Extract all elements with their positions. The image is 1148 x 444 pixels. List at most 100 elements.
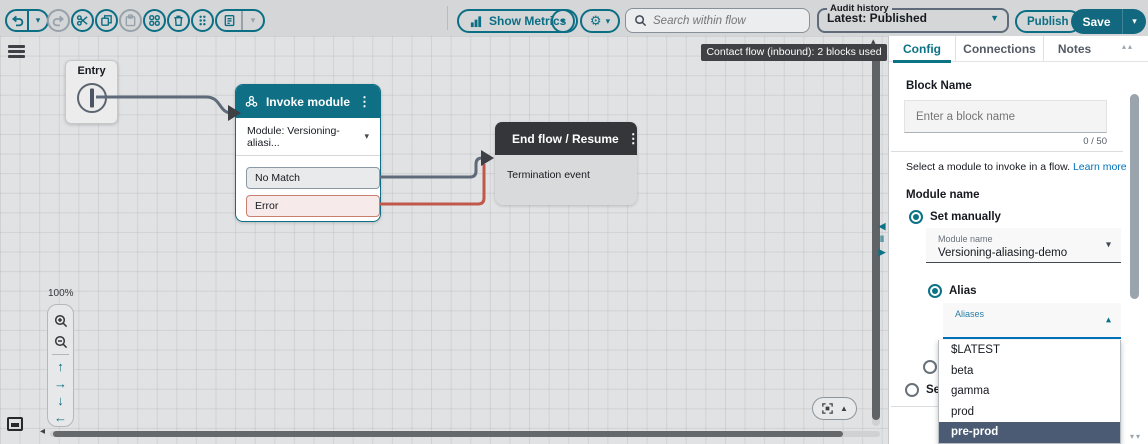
menu-icon[interactable] <box>8 45 25 58</box>
flow-usage-tooltip: Contact flow (inbound): 2 blocks used <box>701 44 887 61</box>
show-metrics-button[interactable]: Show Metrics <box>457 9 579 33</box>
bar-chart-icon <box>470 15 482 27</box>
notes-icon[interactable] <box>217 11 241 30</box>
save-button[interactable]: Save <box>1071 9 1122 34</box>
module-intro-text: Select a module to invoke in a flow. Lea… <box>906 161 1127 173</box>
version-radio[interactable] <box>923 360 937 374</box>
flow-canvas[interactable]: Contact flow (inbound): 2 blocks used En… <box>0 36 888 444</box>
copy-icon[interactable] <box>95 9 118 32</box>
module-select-label: Module name <box>938 234 993 244</box>
canvas-scroll-left-icon[interactable]: ◂ <box>40 426 46 437</box>
tab-config-label: Config <box>903 41 941 56</box>
invoke-module-menu-icon[interactable]: ⋮ <box>358 94 371 109</box>
canvas-vertical-scrollbar[interactable] <box>872 46 880 426</box>
pan-up-icon[interactable]: ↑ <box>57 359 64 374</box>
invoke-module-icon <box>245 95 258 107</box>
alias-radio[interactable] <box>928 284 942 298</box>
save-dropdown-caret[interactable]: ▾ <box>1122 9 1146 34</box>
module-row-label: Module: Versioning-aliasi... <box>247 124 340 149</box>
set-manually-radio[interactable] <box>909 210 923 224</box>
panel-splitter[interactable]: ◀ ‖ ▶ <box>876 220 888 259</box>
cut-icon[interactable] <box>71 9 94 32</box>
alias-option[interactable]: gamma <box>951 385 990 397</box>
settings-split-button[interactable]: ⚙ ▾ <box>580 9 620 33</box>
end-flow-menu-icon[interactable]: ⋮ <box>626 131 640 146</box>
block-name-label: Block Name <box>906 80 972 92</box>
learn-more-link[interactable]: Learn more <box>1072 161 1127 173</box>
panel-scrollbar[interactable] <box>1130 94 1139 299</box>
module-name-heading: Module name <box>906 189 980 201</box>
module-selector-row[interactable]: Module: Versioning-aliasi... ▾ <box>236 118 380 156</box>
metrics-dropdown-caret[interactable]: ▾ <box>551 9 575 33</box>
alias-option[interactable]: prod <box>951 405 975 418</box>
audit-history-value: Latest: Published <box>827 11 928 25</box>
audit-history-caret: ▼ <box>990 12 999 23</box>
undo-dropdown-caret[interactable]: ▾ <box>27 11 47 30</box>
branch-error[interactable]: Error <box>246 195 380 217</box>
settings-dropdown-caret[interactable]: ▾ <box>605 15 611 26</box>
alias-option-selected[interactable]: pre-prod <box>939 422 1120 443</box>
zoom-level: 100% <box>48 288 74 299</box>
alias-option[interactable]: $LATEST <box>951 344 1000 356</box>
canvas-scroll-up-icon[interactable]: ▴ <box>871 36 876 46</box>
undo-split-button[interactable]: ▾ <box>5 9 49 32</box>
pan-left-icon[interactable]: ← <box>54 410 67 425</box>
audit-history-label: Audit history <box>830 3 889 14</box>
splitter-collapse-left-icon[interactable]: ◀ <box>878 221 886 231</box>
char-counter: 0 / 50 <box>1083 136 1107 147</box>
bottom-panel-toggle-icon[interactable] <box>7 417 23 431</box>
tab-config[interactable]: Config <box>889 36 955 63</box>
end-flow-block[interactable]: End flow / Resume ⋮ Termination event <box>495 122 640 205</box>
search-input[interactable] <box>653 14 793 27</box>
branch-no-match[interactable]: No Match <box>246 167 380 189</box>
intro-text: Select a module to invoke in a flow. <box>906 161 1071 173</box>
pan-right-icon[interactable]: → <box>54 376 67 391</box>
zoom-out-icon[interactable] <box>54 331 68 352</box>
tab-notes[interactable]: Notes <box>1043 36 1105 61</box>
gear-icon: ⚙ <box>589 13 602 28</box>
set-dynamically-radio[interactable] <box>905 383 919 397</box>
pan-down-icon[interactable]: ↓ <box>57 393 64 408</box>
entry-block[interactable]: Entry <box>65 60 118 124</box>
module-select-value: Versioning-aliasing-demo <box>938 247 1068 259</box>
module-select-caret: ▾ <box>1105 239 1111 251</box>
search-container <box>625 8 810 33</box>
branch-error-label: Error <box>255 200 279 212</box>
publish-label: Publish <box>1027 15 1069 28</box>
module-row-caret: ▾ <box>364 131 369 141</box>
paste-icon[interactable] <box>119 9 142 32</box>
entry-connector-handle[interactable] <box>76 83 107 113</box>
block-name-input[interactable] <box>904 100 1107 133</box>
delete-icon[interactable] <box>167 9 190 32</box>
toolbar-divider <box>447 6 448 30</box>
module-name-select[interactable]: Module name Versioning-aliasing-demo ▾ <box>926 228 1121 263</box>
section-divider <box>891 151 1123 152</box>
show-metrics-label: Show Metrics <box>489 14 567 28</box>
splitter-collapse-right-icon[interactable]: ▶ <box>878 247 886 257</box>
alias-option[interactable]: beta <box>951 364 974 377</box>
connector-lines <box>96 95 494 206</box>
zoom-in-icon[interactable] <box>54 310 68 331</box>
notes-split-button[interactable]: ▾ <box>215 9 265 32</box>
audit-history-select[interactable]: Audit history Latest: Published ▼ <box>817 3 1009 33</box>
panel-collapse-up-icons[interactable]: ▴▴ <box>1121 42 1134 51</box>
save-split-button: Save ▾ <box>1071 9 1146 34</box>
search-icon <box>635 15 647 27</box>
aliases-select[interactable]: Aliases ▴ <box>943 303 1121 339</box>
invoke-module-block[interactable]: Invoke module ⋮ Module: Versioning-alias… <box>235 84 381 222</box>
group-blocks-icon[interactable] <box>143 9 166 32</box>
aliases-dropdown-list: $LATEST beta gamma prod pre-prod <box>938 340 1121 444</box>
splitter-handle-icon[interactable]: ‖ <box>879 234 885 244</box>
canvas-horizontal-scrollbar[interactable] <box>50 431 880 437</box>
invoke-module-title: Invoke module <box>265 94 350 109</box>
minimap-button[interactable]: ▲ <box>812 397 857 420</box>
redo-button[interactable] <box>47 9 70 32</box>
notes-dropdown-caret[interactable]: ▾ <box>241 11 263 30</box>
drag-handle-icon[interactable] <box>191 9 214 32</box>
canvas-controls: ↑ → ↓ ← <box>47 304 74 427</box>
undo-icon[interactable] <box>7 11 27 30</box>
aliases-select-caret: ▴ <box>1105 314 1111 326</box>
panel-scroll-down-icons[interactable]: ▾▾ <box>1129 432 1142 441</box>
tab-connections[interactable]: Connections <box>955 36 1043 61</box>
